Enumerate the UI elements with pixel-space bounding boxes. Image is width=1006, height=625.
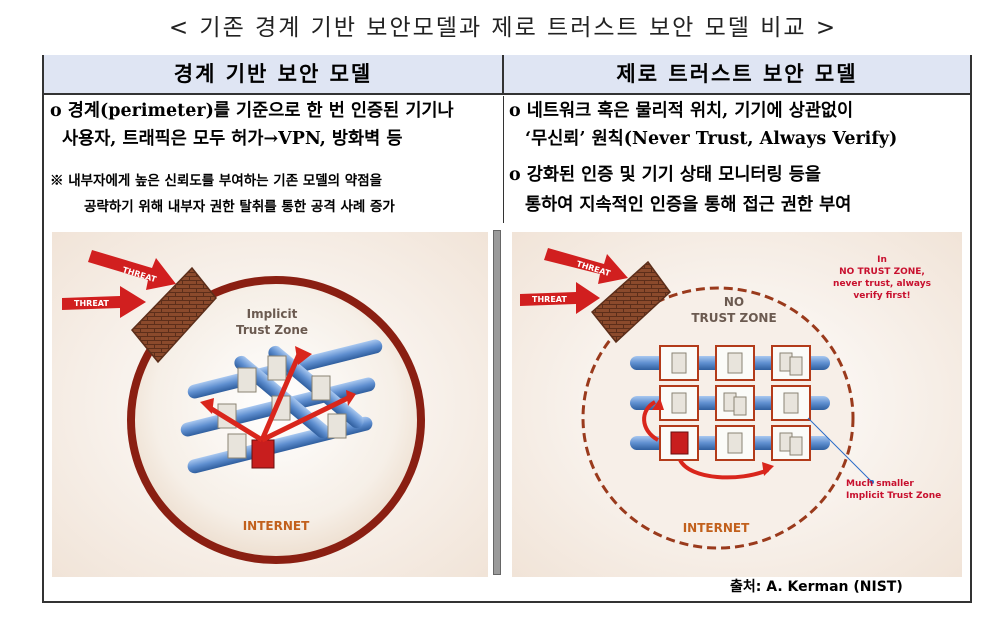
- threat-label-2: THREAT: [532, 295, 567, 304]
- right-header: 제로 트러스트 보안 모델: [504, 55, 970, 95]
- server-icon: [789, 436, 803, 456]
- callout-line3: never trust, always: [833, 279, 931, 289]
- left-note-line2: 공략하기 위해 내부자 권한 탈취를 통한 공격 사례 증가: [84, 199, 395, 215]
- zone-label-line2: TRUST ZONE: [691, 311, 776, 325]
- zone-label-line2: Trust Zone: [236, 323, 308, 337]
- blocked-arrows: [642, 400, 769, 480]
- left-note-line1: ※ 내부자에게 높은 신뢰도를 부여하는 기존 모델의 약점을: [50, 173, 383, 189]
- column-divider: [503, 96, 504, 223]
- zone-label-line1: NO: [724, 295, 744, 309]
- callout-line4: verify first!: [853, 291, 910, 301]
- threat-arrow-1: [544, 248, 628, 284]
- right-diagram: THREAT THREAT NO TRUST ZONE In NO TRUST …: [512, 232, 962, 577]
- diagram-separator: [493, 230, 501, 575]
- threat-arrow-1: [88, 250, 176, 290]
- compromised-server-icon: [251, 439, 275, 469]
- page-title: < 기존 경계 기반 보안모델과 제로 트러스트 보안 모델 비교 >: [168, 15, 838, 41]
- zone-label-line1: Implicit: [247, 307, 298, 321]
- server-icon: [671, 392, 687, 414]
- server-icon: [727, 432, 743, 454]
- internet-label: INTERNET: [683, 521, 750, 535]
- server-icon: [237, 367, 257, 393]
- server-icon: [783, 392, 799, 414]
- pointer-line: [807, 417, 873, 483]
- right-bullet1-line2: ‘무신뢰’ 원칙(Never Trust, Always Verify): [525, 129, 898, 149]
- callout-line2: NO TRUST ZONE,: [839, 267, 925, 277]
- server-icon: [733, 396, 747, 416]
- server-icon: [671, 352, 687, 374]
- smaller-zone-line2: Implicit Trust Zone: [846, 491, 941, 501]
- left-bullet-line2: 사용자, 트래픽은 모두 허가→VPN, 방화벽 등: [62, 129, 403, 149]
- server-icon: [311, 375, 331, 401]
- source-credit: 출처: A. Kerman (NIST): [730, 579, 903, 595]
- threat-arrow-2: [62, 286, 146, 318]
- no-trust-callout: In NO TRUST ZONE, never trust, always ve…: [833, 255, 931, 301]
- compromised-server-icon: [670, 431, 689, 455]
- internet-label: INTERNET: [243, 519, 310, 533]
- right-bullet2-line2: 통하여 지속적인 인증을 통해 접근 권한 부여: [525, 195, 852, 215]
- smaller-zone-line1: Much smaller: [846, 479, 914, 489]
- server-icons: [671, 352, 803, 456]
- callout-line1: In: [877, 255, 887, 265]
- lateral-movement-arrows: [208, 351, 350, 443]
- threat-arrow-2: [520, 282, 600, 314]
- right-bullet1-line1: o 네트워크 혹은 물리적 위치, 기기에 상관없이: [509, 101, 854, 121]
- left-header: 경계 기반 보안 모델: [44, 55, 504, 95]
- firewall-icon: [130, 266, 217, 364]
- server-icon: [227, 433, 247, 459]
- left-diagram: THREAT THREAT Implicit Trust Zone INTERN…: [52, 232, 488, 577]
- server-icon: [267, 355, 287, 381]
- server-icon: [327, 413, 347, 439]
- server-icon: [789, 356, 803, 376]
- left-bullet-line1: o 경계(perimeter)를 기준으로 한 번 인증된 기기나: [50, 101, 454, 121]
- micro-segments: [659, 345, 811, 461]
- firewall-icon: [590, 260, 672, 344]
- right-bullet2-line1: o 강화된 인증 및 기기 상태 모니터링 등을: [509, 165, 821, 185]
- threat-label-2: THREAT: [74, 299, 109, 308]
- server-icon: [727, 352, 743, 374]
